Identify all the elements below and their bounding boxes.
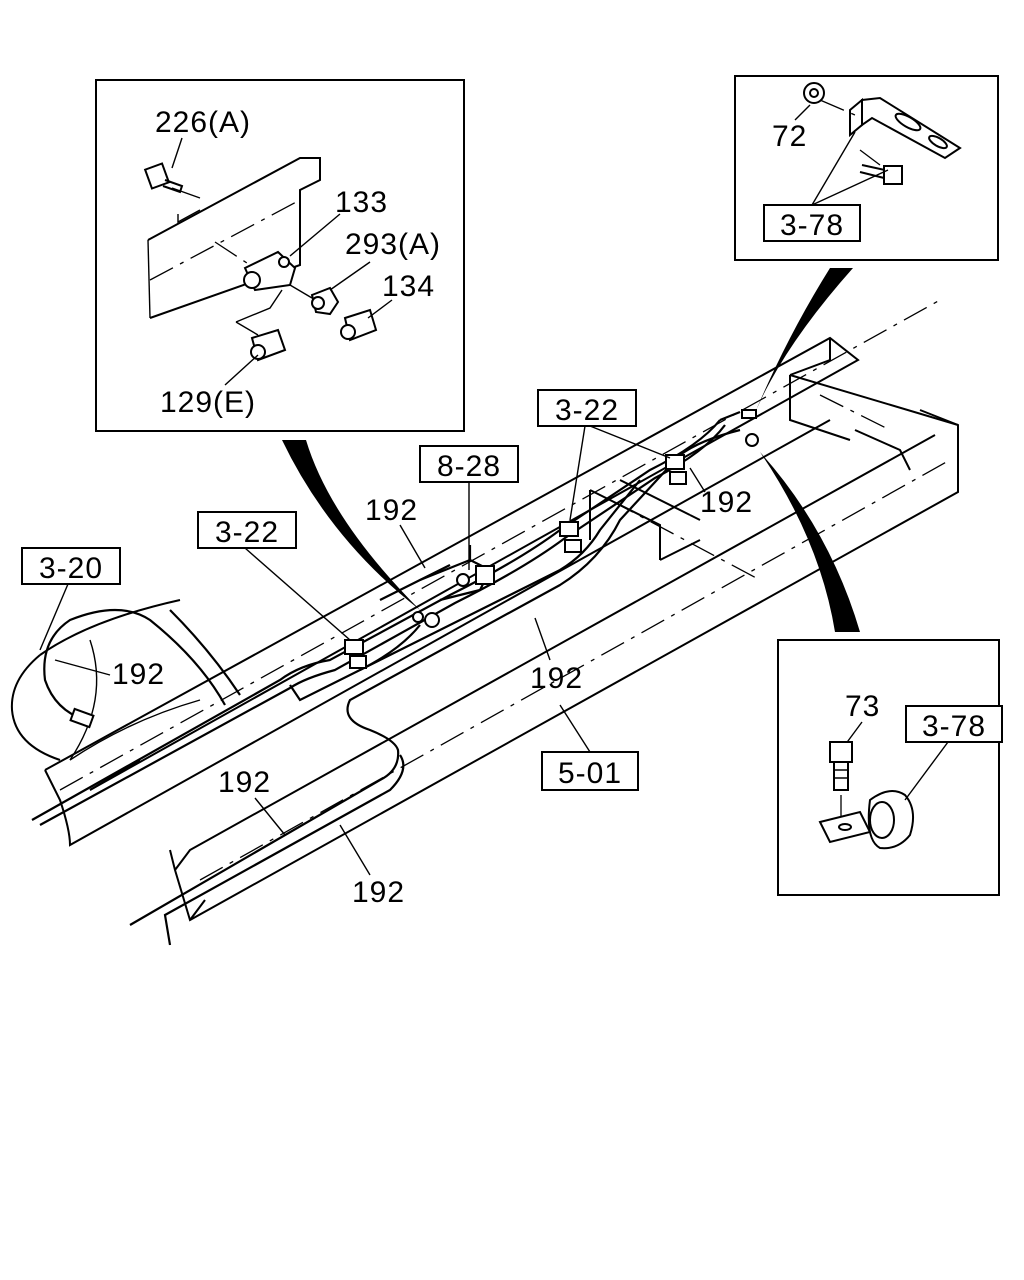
brake-pipes	[31, 409, 759, 946]
bolt-icon	[859, 164, 903, 185]
ref-3-22-left: 3-22	[215, 516, 279, 549]
ref-3-78-bracket: 3-78	[780, 209, 844, 242]
ref-box-3-78-clip	[905, 705, 1003, 743]
ref-5-01: 5-01	[558, 757, 622, 790]
bracket-icon	[849, 96, 962, 160]
label-192-lower-a: 192	[218, 766, 271, 799]
label-192-lower-b: 192	[352, 876, 405, 909]
ref-box-3-78-bracket	[763, 204, 861, 242]
main-labels: 3-20 192 3-22 192 8-28 3-22 192 192 5-01…	[21, 389, 753, 909]
label-129e: 129(E)	[160, 386, 256, 419]
label-192-right: 192	[700, 486, 753, 519]
inset-fittings: 226(A) 133 293(A) 134	[95, 79, 465, 432]
elbow-e-icon	[250, 328, 287, 362]
bolt-icon	[829, 741, 853, 791]
pipe-clip-icon	[818, 790, 915, 850]
nut-icon	[803, 82, 825, 104]
label-73: 73	[845, 690, 880, 723]
label-192-center: 192	[530, 662, 583, 695]
label-133: 133	[335, 186, 388, 219]
label-192-upper: 192	[365, 494, 418, 527]
ref-8-28: 8-28	[437, 450, 501, 483]
bolt-icon	[143, 162, 184, 194]
label-72: 72	[772, 120, 807, 153]
inset-bracket: 72 3-78	[734, 75, 999, 261]
tee-fitting-icon	[243, 250, 297, 292]
frame-rail	[10, 268, 959, 922]
ref-box-3-22-left	[197, 511, 297, 549]
inset-clip: 73 3-78	[777, 639, 1003, 896]
ref-3-22-right: 3-22	[555, 394, 619, 427]
label-192-tank: 192	[112, 658, 165, 691]
adapter-icon	[310, 286, 340, 316]
label-134: 134	[382, 270, 435, 303]
ref-box-8-28	[419, 445, 519, 483]
ref-box-3-22-right	[537, 389, 637, 427]
ref-box-3-20	[21, 547, 121, 585]
label-226a: 226(A)	[155, 106, 251, 139]
ref-3-20: 3-20	[39, 552, 103, 585]
ref-3-78-clip: 3-78	[922, 710, 986, 743]
label-293a: 293(A)	[345, 228, 441, 261]
